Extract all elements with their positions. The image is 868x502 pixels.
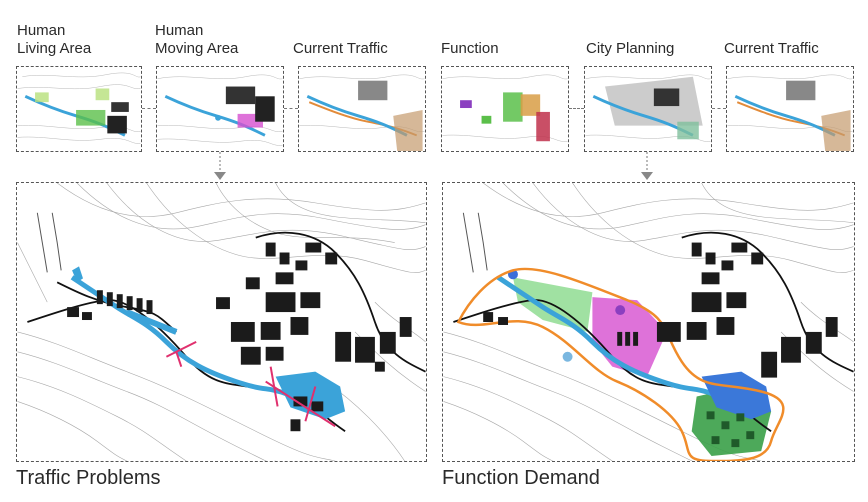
panel-title-traffic-problems: Traffic Problems [16,467,161,489]
thumb-title-city-planning: City Planning [586,40,674,58]
map-thumbnail [157,74,283,146]
thumb-human-moving-area [156,66,284,152]
thumb-current-traffic-right [726,66,854,152]
title-line: Living Area [17,40,92,57]
map-thumbnail [585,74,711,142]
title-line: Human [17,22,66,39]
thumb-title-current-traffic-left: Current Traffic [293,40,388,58]
thumb-current-traffic-left [298,66,426,152]
thumb-city-planning [584,66,712,152]
thumb-connector [712,108,726,109]
title-line: Current Traffic [724,40,819,57]
thumb-title-function: Function [441,40,499,58]
title-line: Function [441,40,499,57]
map-thumbnail [727,74,853,151]
thumb-connector [142,108,156,109]
title-line: Moving Area [155,40,239,57]
thumb-title-current-traffic-right: Current Traffic [724,40,819,58]
site-map [443,183,854,461]
map-thumbnail [17,72,141,144]
thumb-function [441,66,569,152]
thumb-connector [569,108,584,109]
down-arrow-icon [641,152,653,180]
title-line: Human [155,22,204,39]
site-map [17,183,426,461]
thumb-human-living-area [16,66,142,152]
map-thumbnail [442,74,568,142]
thumb-title-human-living-area: Human Living Area [17,22,91,58]
down-arrow-icon [214,152,226,180]
traffic-problems-map [16,182,427,462]
function-demand-map [442,182,855,462]
map-thumbnail [299,74,425,151]
title-line: City Planning [586,40,675,57]
thumb-title-human-moving-area: Human Moving Area [155,22,238,58]
panel-title-function-demand: Function Demand [442,467,600,489]
thumb-connector [284,108,298,109]
title-line: Current Traffic [293,40,388,57]
